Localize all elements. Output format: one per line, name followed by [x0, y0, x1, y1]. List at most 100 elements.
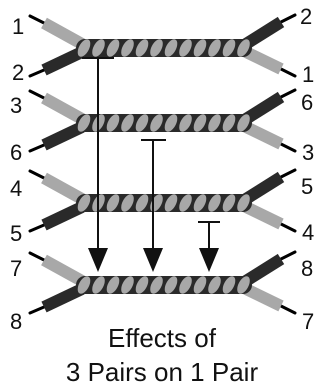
- pair-1-wire-left-dark: [41, 46, 85, 76]
- pair-4-twist-light-segment: [150, 276, 163, 294]
- pair-3-right-top-label: 5: [301, 174, 313, 199]
- pair-4-wire-right-dark: [242, 253, 285, 287]
- pair-2-lead-left-top: [28, 89, 46, 100]
- pair-1-lead-right-bottom: [279, 67, 297, 78]
- pair-2-twist-light-segment: [150, 114, 163, 132]
- pair-4-twist-light-segment: [106, 276, 120, 294]
- pair-2-twist-light-segment: [222, 114, 236, 132]
- caption-line-1: Effects of: [108, 323, 217, 353]
- crosstalk-arrow-1: [82, 57, 114, 272]
- pair-1-twist-light-segment: [106, 39, 120, 57]
- pair-3-wire-left-dark: [41, 201, 85, 231]
- pair-1-twist-light-segment: [179, 39, 192, 57]
- pair-4-twist-core: [76, 276, 252, 294]
- arrows-layer: [82, 57, 220, 272]
- crosstalk-arrow-2: [141, 139, 166, 272]
- crosstalk-arrow-1-head: [88, 248, 108, 272]
- crosstalk-arrow-2-head: [143, 248, 163, 272]
- pair-2-lead-right-top: [279, 88, 297, 99]
- pair-1-right-top-label: 2: [300, 4, 312, 29]
- pair-3-twist-light-segment: [106, 194, 120, 212]
- pair-3-twist-light-segment: [193, 194, 207, 212]
- twisted-pair-3: [28, 168, 297, 233]
- pair-4-twist-light-segment: [135, 276, 149, 294]
- pair-2-twist-light-segment: [193, 114, 207, 132]
- pair-4-lead-left-top: [28, 251, 46, 262]
- pair-3-twist-light-segment: [164, 194, 178, 212]
- pair-2-twist-light-segment: [135, 114, 149, 132]
- pair-4-right-bottom-label: 7: [302, 309, 314, 334]
- pair-4-twist-light-segment: [164, 276, 178, 294]
- pair-3-left-bottom-label: 5: [10, 221, 22, 246]
- pair-2-twist-light-segment: [106, 114, 120, 132]
- pair-2-twist-core: [76, 114, 252, 132]
- pair-2-wire-right-light: [243, 121, 284, 150]
- pair-2-twist-light-segment: [77, 114, 91, 132]
- pair-2-twist-light-segment: [164, 114, 178, 132]
- pair-2-right-top-label: 6: [301, 90, 313, 115]
- pair-3-right-bottom-label: 4: [302, 220, 314, 245]
- pair-1-twist-light-segment: [164, 39, 178, 57]
- pair-1-wire-right-dark: [242, 16, 285, 50]
- pair-4-twist-light-segment: [179, 276, 192, 294]
- pair-4-twist-light-segment: [121, 276, 134, 294]
- pair-1-twist-light-segment: [135, 39, 149, 57]
- pair-1-twist-light-segment: [237, 39, 250, 57]
- pair-1-wire-right-light: [243, 46, 284, 75]
- twisted-pair-2: [28, 88, 297, 153]
- crosstalk-arrow-3-head: [199, 248, 219, 272]
- pair-1-twist-light-segment: [222, 39, 236, 57]
- pair-2-left-bottom-label: 6: [10, 140, 22, 165]
- pair-2-left-top-label: 3: [10, 93, 22, 118]
- pair-4-twist-light-segment: [92, 276, 105, 294]
- twisted-pair-4: [28, 250, 297, 315]
- pair-2-right-bottom-label: 3: [302, 140, 314, 165]
- pair-4-twist-light-segment: [208, 276, 221, 294]
- pair-4-twist-light-segment: [193, 276, 207, 294]
- pair-4-lead-right-top: [279, 250, 297, 261]
- cables-layer: [28, 13, 297, 315]
- pair-1-left-top-label: 1: [12, 14, 24, 39]
- pair-4-twist-light-segment: [77, 276, 91, 294]
- pair-4-wire-left-light: [41, 254, 85, 287]
- pair-3-lead-right-bottom: [279, 222, 297, 233]
- pair-4-lead-right-bottom: [279, 304, 297, 315]
- pair-4-right-top-label: 8: [301, 256, 313, 281]
- pair-3-wire-right-light: [243, 201, 284, 230]
- pair-4-wire-left-dark: [41, 283, 85, 313]
- pair-1-twist-core: [76, 39, 252, 57]
- pair-3-twist-light-segment: [237, 194, 250, 212]
- pair-1-right-bottom-label: 1: [302, 62, 314, 87]
- pair-1-lead-left-top: [28, 14, 46, 25]
- pair-3-twist-core: [76, 194, 252, 212]
- pair-3-twist-light-segment: [121, 194, 134, 212]
- pair-3-lead-right-top: [279, 168, 297, 179]
- pair-3-twist-light-segment: [77, 194, 91, 212]
- pair-3-wire-left-light: [41, 172, 85, 205]
- pair-2-twist-light-segment: [237, 114, 250, 132]
- pair-4-twist-light-segment: [222, 276, 236, 294]
- pair-1-twist-light-segment: [121, 39, 134, 57]
- pair-1-twist-light-segment: [208, 39, 221, 57]
- pair-3-twist-light-segment: [135, 194, 149, 212]
- pair-4-left-top-label: 7: [10, 256, 22, 281]
- twisted-pair-1: [28, 13, 297, 78]
- pair-1-twist-light-segment: [150, 39, 163, 57]
- pair-1-lead-left-bottom: [28, 68, 46, 78]
- pair-4-left-bottom-label: 8: [10, 309, 22, 334]
- pair-3-left-top-label: 4: [10, 176, 22, 201]
- pair-3-twist-light-segment: [179, 194, 192, 212]
- pair-1-twist-light-segment: [92, 39, 105, 57]
- pair-4-twist-light-segment: [237, 276, 250, 294]
- pair-1-twist-light-segment: [77, 39, 91, 57]
- pair-3-lead-left-top: [28, 169, 46, 180]
- pair-2-lead-right-bottom: [279, 142, 297, 153]
- pair-2-wire-left-dark: [41, 121, 85, 151]
- pair-3-twist-light-segment: [222, 194, 236, 212]
- pair-4-lead-left-bottom: [28, 305, 46, 315]
- pair-1-lead-right-top: [279, 13, 297, 24]
- pair-2-twist-light-segment: [208, 114, 221, 132]
- pair-3-twist-light-segment: [208, 194, 221, 212]
- crosstalk-arrow-3: [198, 221, 220, 272]
- pair-1-twist-light-segment: [193, 39, 207, 57]
